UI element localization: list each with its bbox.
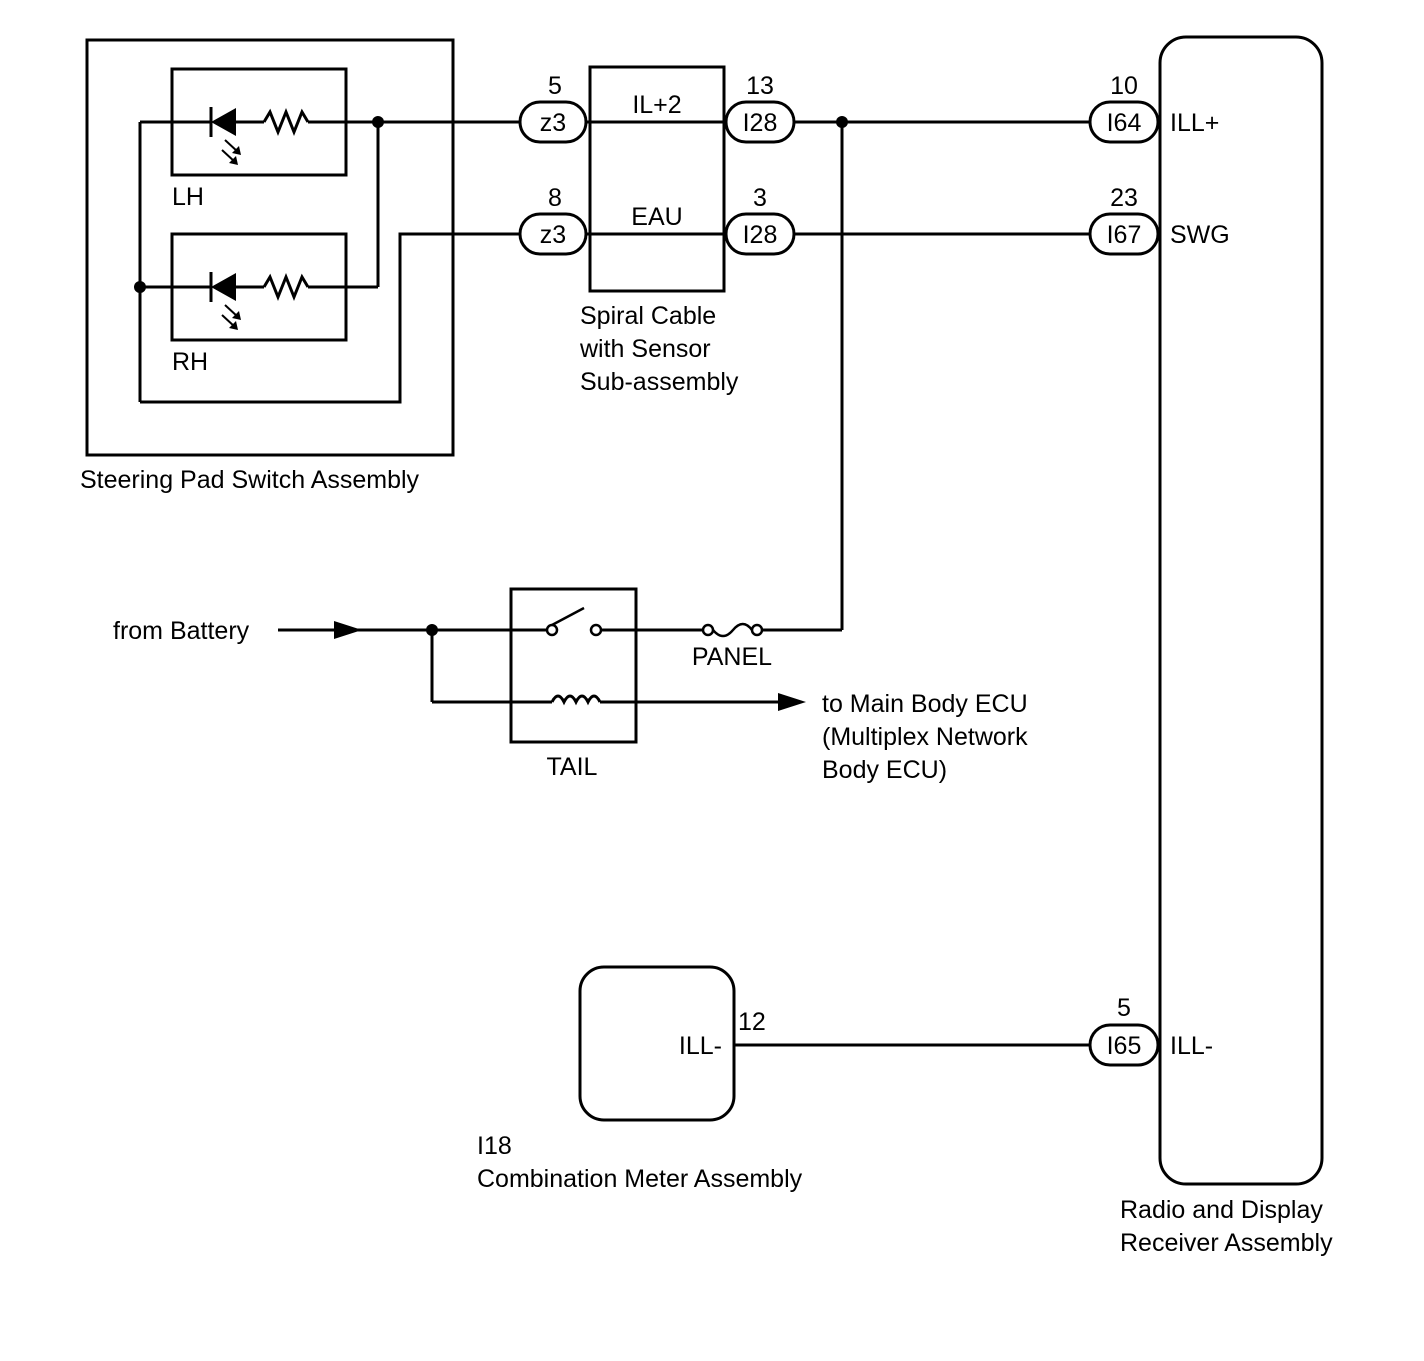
connector-i65-pin5: 5 I65 bbox=[1088, 994, 1160, 1067]
lh-label: LH bbox=[172, 183, 204, 211]
combination-meter-pin-number: 12 bbox=[738, 1008, 766, 1036]
switch-contact-icon bbox=[545, 606, 603, 637]
connector-code: I28 bbox=[743, 221, 778, 249]
junction-dot bbox=[372, 116, 384, 128]
connector-i28-pin3: 3 I28 bbox=[724, 184, 796, 256]
steering-pad-switch-assembly: LH RH Steering Pad Switch Assembly bbox=[80, 38, 520, 494]
connector-z3-pin5: 5 z3 bbox=[518, 72, 588, 144]
main-body-ecu-line2: (Multiplex Network bbox=[822, 723, 1028, 751]
main-body-ecu-line1: to Main Body ECU bbox=[822, 690, 1028, 718]
connector-pin-number: 3 bbox=[753, 184, 767, 212]
radio-pin-ill-minus: ILL- bbox=[1170, 1032, 1213, 1060]
battery-label: from Battery bbox=[113, 617, 250, 645]
connector-code: I28 bbox=[743, 109, 778, 137]
resistor-icon bbox=[262, 107, 310, 137]
radio-pin-swg: SWG bbox=[1170, 221, 1230, 249]
resistor-icon bbox=[262, 272, 310, 302]
spiral-cable-label-line2: with Sensor bbox=[579, 335, 711, 363]
battery-supply: from Battery bbox=[113, 617, 552, 704]
radio-display-receiver-assembly: ILL+ SWG ILL- Radio and Display Receiver… bbox=[1120, 35, 1333, 1257]
main-body-ecu-line3: Body ECU) bbox=[822, 756, 947, 784]
main-body-ecu-destination: to Main Body ECU (Multiplex Network Body… bbox=[822, 690, 1028, 784]
led-icon bbox=[209, 272, 241, 330]
spiral-signal-il2: IL+2 bbox=[632, 91, 681, 119]
connector-pin-number: 10 bbox=[1110, 72, 1138, 100]
relay-coil-icon bbox=[550, 694, 602, 706]
connector-i28-pin13: 13 I28 bbox=[724, 72, 796, 144]
steering-pad-label: Steering Pad Switch Assembly bbox=[80, 466, 420, 494]
radio-label-line2: Receiver Assembly bbox=[1120, 1229, 1333, 1257]
steering-pad-internal-wiring bbox=[134, 116, 520, 404]
connector-code: I64 bbox=[1107, 109, 1142, 137]
combination-meter-assembly: ILL- 12 I18 Combination Meter Assembly bbox=[477, 965, 1090, 1193]
connector-pin-number: 5 bbox=[1117, 994, 1131, 1022]
tail-relay: TAIL bbox=[509, 587, 806, 781]
junction-dot bbox=[134, 281, 146, 293]
arrow-right-icon bbox=[334, 621, 362, 639]
connector-pin-number: 23 bbox=[1110, 184, 1138, 212]
spiral-cable-assembly: IL+2 EAU Spiral Cable with Sensor Sub-as… bbox=[579, 65, 739, 396]
steering-pad-outline bbox=[85, 38, 455, 457]
spiral-cable-outline bbox=[588, 65, 726, 293]
arrow-right-icon bbox=[778, 693, 806, 711]
combination-meter-code: I18 bbox=[477, 1132, 512, 1160]
radio-label-line1: Radio and Display bbox=[1120, 1196, 1323, 1224]
radio-outline bbox=[1158, 35, 1324, 1186]
connector-pin-number: 13 bbox=[746, 72, 774, 100]
combination-meter-pin-label: ILL- bbox=[679, 1032, 722, 1060]
connector-i64-pin10: 10 I64 bbox=[1088, 72, 1160, 144]
connector-z3-pin8: 8 z3 bbox=[518, 184, 588, 256]
tail-relay-label: TAIL bbox=[547, 753, 598, 781]
radio-pin-ill-plus: ILL+ bbox=[1170, 109, 1219, 137]
combination-meter-label: Combination Meter Assembly bbox=[477, 1165, 803, 1193]
fuse-icon bbox=[701, 622, 764, 638]
rh-label: RH bbox=[172, 348, 208, 376]
connector-code: I67 bbox=[1107, 221, 1142, 249]
panel-fuse-label: PANEL bbox=[692, 643, 772, 671]
panel-fuse: PANEL bbox=[692, 622, 842, 671]
connector-code: I65 bbox=[1107, 1032, 1142, 1060]
connector-code: z3 bbox=[540, 109, 566, 137]
tail-relay-outline bbox=[509, 587, 638, 744]
connector-pin-number: 5 bbox=[548, 72, 562, 100]
spiral-cable-label-line3: Sub-assembly bbox=[580, 368, 739, 396]
spiral-cable-label-line1: Spiral Cable bbox=[580, 302, 716, 330]
spiral-signal-eau: EAU bbox=[631, 203, 682, 231]
led-icon bbox=[209, 107, 241, 165]
connector-pin-number: 8 bbox=[548, 184, 562, 212]
connector-code: z3 bbox=[540, 221, 566, 249]
connector-i67-pin23: 23 I67 bbox=[1088, 184, 1160, 256]
